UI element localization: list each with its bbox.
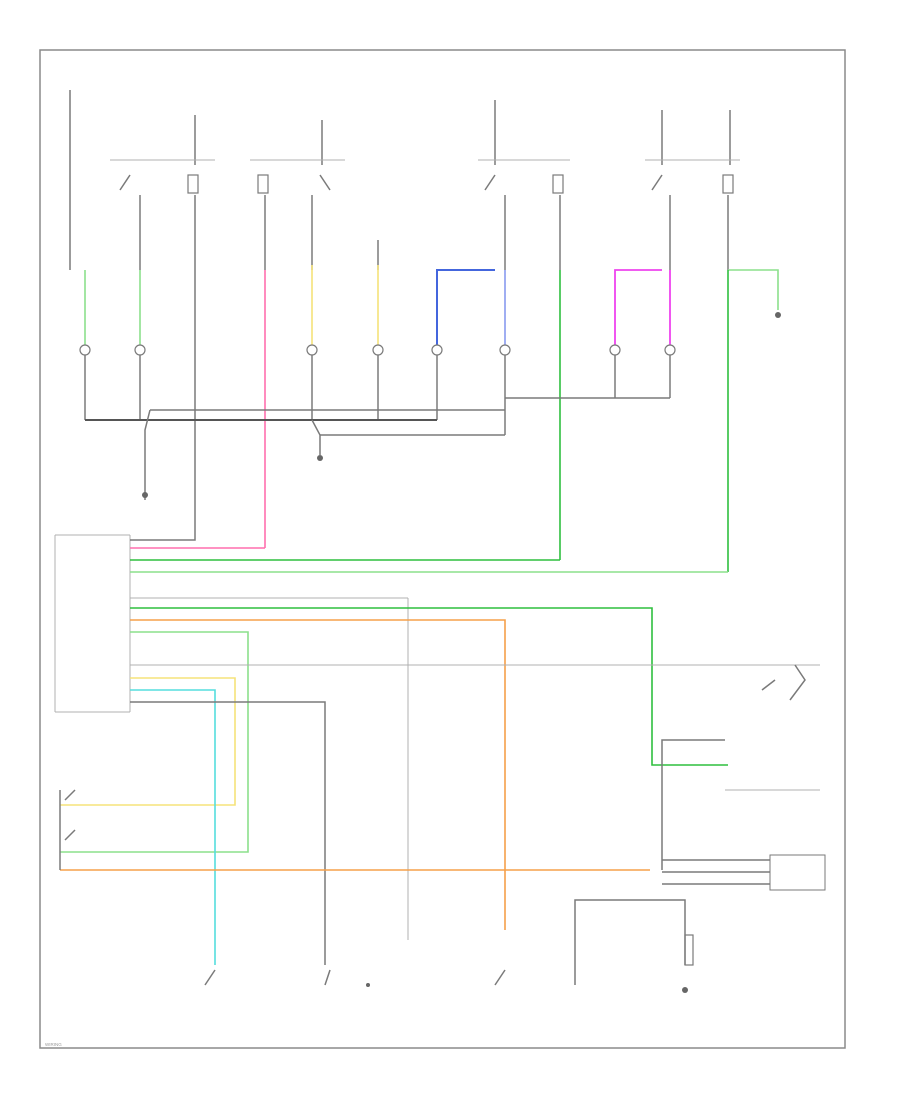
diagram-border: [39, 49, 846, 1049]
relay-blocks: [110, 159, 740, 194]
bulb-feeds: [139, 195, 729, 520]
signal-wires: [60, 520, 820, 965]
footer-code: WIRING: [45, 1042, 62, 1047]
upper-colored-wires: [84, 265, 779, 572]
ground-buses: [84, 355, 671, 500]
headlamp-switch: [661, 664, 826, 891]
power-feeds: [69, 90, 731, 270]
lamp-bulbs: [79, 312, 781, 356]
bottom-switches: [59, 789, 694, 993]
connector-block: [54, 534, 131, 713]
